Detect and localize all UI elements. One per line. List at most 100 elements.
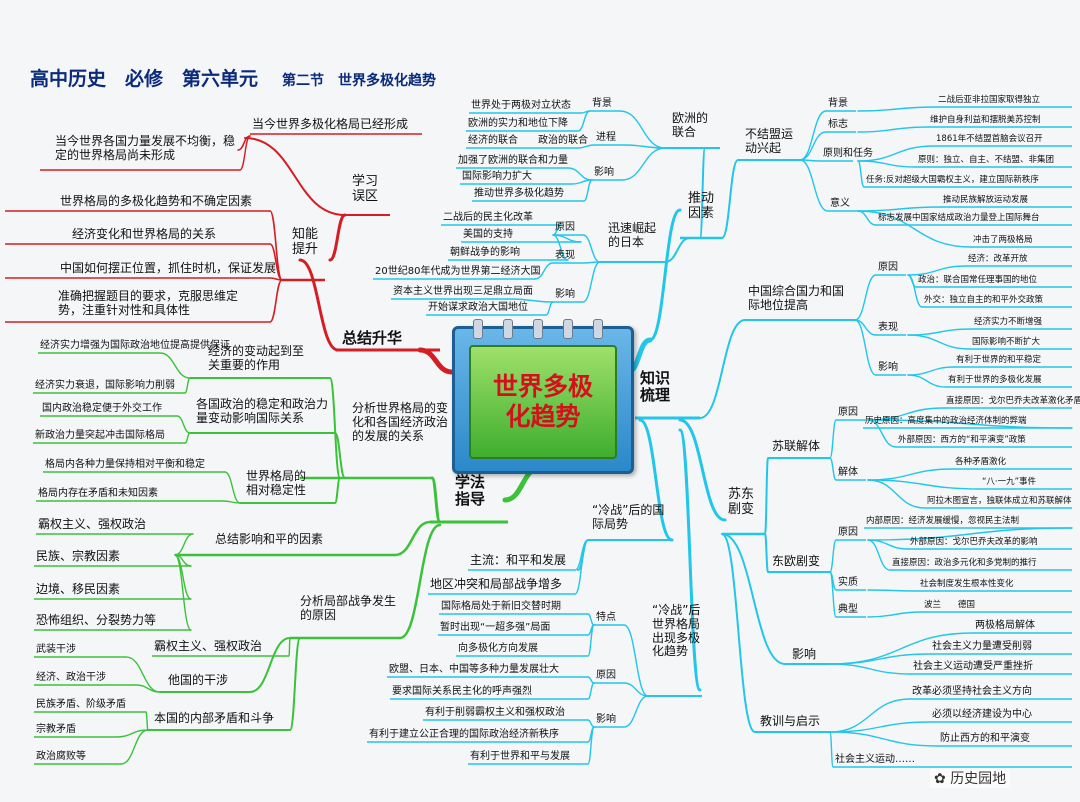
branch-line	[574, 539, 589, 595]
war-label: 分析局部战争发生的原因	[300, 594, 397, 622]
branch-line	[857, 106, 937, 112]
europe-item: 加强了欧洲的联合和力量	[458, 155, 568, 166]
sd-lessons-item: 改革必须坚持社会主义方向	[912, 686, 1032, 697]
sd-lessons-item: 防止西方的和平演变	[940, 733, 1030, 744]
branch-line	[393, 520, 432, 557]
nam-group-0: 背景	[828, 98, 848, 109]
branch-line	[907, 274, 923, 308]
branch-line	[288, 637, 291, 657]
branch-line	[867, 527, 1073, 541]
branch-line	[619, 110, 666, 149]
china-item: 国际影响不断扩大	[972, 337, 1041, 347]
japan-item: 美国的支持	[463, 229, 513, 240]
branch-line	[721, 533, 786, 665]
branch-line	[867, 539, 891, 571]
ee-item: 外部原因：戈尔巴乔夫改革的影响	[910, 537, 1038, 547]
branch-line	[829, 539, 837, 573]
branch-knowledge: 知识梳理	[640, 369, 671, 405]
branch-method: 学法指导	[455, 473, 486, 509]
summary-mistake-note: 当今世界各国力量发展不均衡，稳定的世界格局尚未形成	[55, 134, 236, 162]
china-group-2: 影响	[878, 362, 898, 373]
branch-line	[577, 110, 591, 132]
branch-line	[829, 731, 834, 768]
nam-item: 冲击了两极格局	[973, 235, 1033, 245]
europe-item: 世界处于两极对立状态	[471, 100, 571, 111]
europe-item: 欧洲的实力和地位下降	[468, 118, 568, 129]
branch-line	[510, 298, 554, 303]
ee-item: 内部原因：经济发展缓慢，忽视民主法制	[866, 516, 1020, 526]
econ-item: 经济实力衰退，国际影响力削弱	[35, 380, 175, 391]
nam-group-2: 原则和任务	[823, 148, 873, 159]
branch-line	[799, 131, 827, 161]
branch-line	[249, 637, 291, 693]
branch-line	[857, 210, 877, 226]
peace-item: 边境、移民因素	[36, 582, 121, 596]
ussr-item: 阿拉木图宣言，独联体成立和苏联解体	[927, 496, 1072, 506]
branch-line	[222, 500, 241, 504]
post-cold-war-label: “冷战”后的国际局势	[592, 503, 665, 531]
ee-item: 波兰 德国	[924, 600, 976, 610]
central-topic-card: 世界多极化趋势	[469, 345, 617, 459]
multipolar-item: 国际格局处于新旧交替时期	[441, 601, 561, 612]
binder-ring	[593, 319, 603, 339]
branch-line	[638, 418, 674, 542]
post-cold-war-item: 地区冲突和局部战争增多	[430, 577, 563, 591]
multipolar-item: 欧盟、日本、中国等多种力量发展壮大	[389, 664, 559, 675]
multipolar-item: 有利于建立公正合理的国际政治经济新秩序	[369, 729, 559, 740]
branch-line	[721, 533, 756, 733]
branch-line	[120, 729, 149, 765]
branch-line	[567, 167, 593, 181]
page-title-section: 第二节 世界多极化趋势	[282, 73, 437, 89]
peace-item: 霸权主义、强权政治	[38, 517, 147, 531]
branch-line	[534, 262, 554, 280]
nam-item: 推动民族解放运动发展	[943, 195, 1029, 205]
branch-line	[829, 698, 911, 733]
branch-line	[239, 135, 251, 171]
branch-line	[582, 234, 601, 263]
japan-label: 迅速崛起的日本	[608, 221, 657, 249]
branch-line	[867, 479, 926, 509]
china-item: 外交：独立自主的和平外交政策	[924, 295, 1044, 305]
central-topic-label: 世界多极化趋势	[492, 372, 593, 431]
branch-line	[721, 159, 739, 239]
ussr-label: 苏联解体	[772, 439, 821, 453]
branch-line	[857, 126, 929, 133]
branch-line	[623, 695, 649, 728]
branch-line	[552, 234, 582, 243]
sudong-label: 苏东剧变	[728, 487, 755, 517]
multipolar-item: 有利于削弱霸权主义和强权政治	[425, 707, 565, 718]
japan-group-1: 表现	[555, 250, 575, 261]
branch-line	[699, 147, 706, 239]
branch-line	[867, 611, 923, 618]
branch-line	[334, 432, 346, 479]
branch-line	[854, 274, 877, 321]
branch-line	[430, 476, 442, 524]
china-label: 中国综合国力和国际地位提高	[748, 284, 845, 312]
internal-item: 宗教矛盾	[36, 724, 76, 735]
econ-label: 经济的变动起到至关重要的作用	[208, 344, 305, 372]
post-cold-war-item: 主流：和平和发展	[470, 553, 567, 567]
japan-item: 资本主义世界出现三足鼎立局面	[393, 286, 533, 297]
binder-ring	[503, 319, 513, 339]
central-topic: 世界多极化趋势	[452, 319, 634, 474]
china-item: 有利于世界的多极化发展	[948, 375, 1042, 385]
branch-line	[829, 721, 931, 733]
branch-line	[829, 419, 837, 459]
europe-item: 推动世界多极化趋势	[474, 188, 564, 199]
binder-ring	[533, 319, 543, 339]
ee-item: 直接原因：政治多元化和多党制的推行	[892, 558, 1037, 568]
nam-group-3: 意义	[830, 198, 850, 209]
branch-line	[854, 319, 877, 376]
branch-line	[587, 726, 595, 765]
summary-ability-item: 中国如何摆正位置，抓住时机，保证发展	[60, 261, 277, 275]
branch-line	[699, 319, 746, 419]
branch-line	[269, 243, 283, 281]
branch-line	[829, 457, 837, 481]
ussr-item: “八·一九”事件	[982, 477, 1037, 487]
branch-line	[857, 145, 935, 162]
econ-item: 经济实力增强为国际政治地位提高提供保证	[40, 340, 230, 351]
china-item: 经济实力不断增强	[974, 317, 1043, 327]
branch-line	[571, 179, 593, 185]
branch-line	[582, 261, 601, 303]
